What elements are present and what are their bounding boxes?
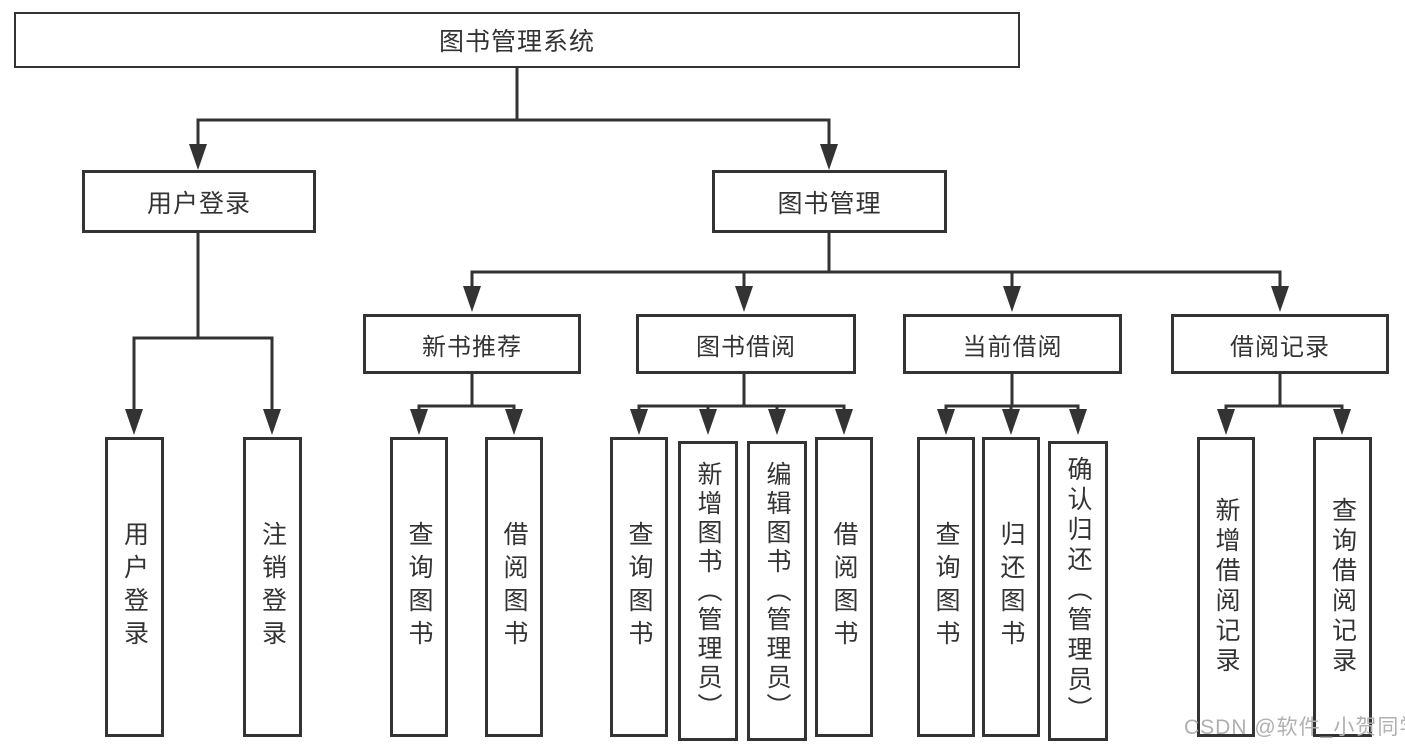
leaf-records-add-record-label: 新增借阅记录	[1212, 497, 1240, 677]
node-root-label: 图书管理系统	[438, 28, 595, 56]
node-current-borrowing-label: 当前借阅	[962, 333, 1063, 361]
leaf-current-confirm-return-admin-label: 确认归还（管理员）	[1064, 456, 1092, 726]
node-book-management-label: 图书管理	[777, 189, 882, 218]
node-root: 图书管理系统	[14, 12, 1020, 68]
leaf-recommend-borrow-books: 借阅图书	[485, 437, 543, 737]
node-book-management: 图书管理	[712, 170, 947, 233]
leaf-recommend-query-books: 查询图书	[390, 437, 448, 737]
leaf-borrow-query-books: 查询图书	[610, 437, 668, 737]
leaf-borrow-edit-books-admin: 编辑图书（管理员）	[747, 441, 807, 741]
leaf-current-confirm-return-admin: 确认归还（管理员）	[1048, 441, 1108, 741]
leaf-records-query-record: 查询借阅记录	[1313, 437, 1372, 737]
leaf-borrow-add-books-admin-label: 新增图书（管理员）	[694, 460, 722, 722]
leaf-records-add-record: 新增借阅记录	[1197, 437, 1255, 737]
leaf-current-return-books: 归还图书	[982, 437, 1040, 737]
leaf-borrow-edit-books-admin-label: 编辑图书（管理员）	[763, 460, 791, 722]
node-new-book-recommendation-label: 新书推荐	[422, 333, 522, 361]
node-user-login: 用户登录	[82, 170, 316, 233]
leaf-records-query-record-label: 查询借阅记录	[1328, 497, 1357, 677]
node-book-borrowing: 图书借阅	[636, 314, 856, 374]
node-new-book-recommendation: 新书推荐	[363, 314, 581, 374]
leaf-current-query-books: 查询图书	[917, 437, 975, 737]
leaf-borrow-borrow-books: 借阅图书	[815, 437, 873, 737]
node-borrowing-records-label: 借阅记录	[1230, 333, 1330, 361]
leaf-logout: 注销登录	[243, 437, 302, 737]
node-user-login-label: 用户登录	[146, 189, 251, 218]
leaf-logout-label: 注销登录	[258, 521, 287, 653]
node-borrowing-records: 借阅记录	[1171, 314, 1389, 374]
leaf-current-return-books-label: 归还图书	[997, 521, 1025, 653]
leaf-recommend-borrow-books-label: 借阅图书	[500, 521, 528, 653]
leaf-borrow-query-books-label: 查询图书	[625, 521, 653, 653]
leaf-user-login: 用户登录	[105, 437, 164, 737]
leaf-borrow-add-books-admin: 新增图书（管理员）	[678, 441, 738, 741]
node-book-borrowing-label: 图书借阅	[696, 333, 796, 361]
csdn-watermark: CSDN @软件_小贺同学	[1184, 716, 1405, 739]
leaf-recommend-query-books-label: 查询图书	[405, 521, 433, 653]
leaf-current-query-books-label: 查询图书	[932, 521, 960, 653]
leaf-borrow-borrow-books-label: 借阅图书	[830, 521, 858, 653]
leaf-user-login-label: 用户登录	[120, 521, 149, 653]
node-current-borrowing: 当前借阅	[903, 314, 1122, 374]
